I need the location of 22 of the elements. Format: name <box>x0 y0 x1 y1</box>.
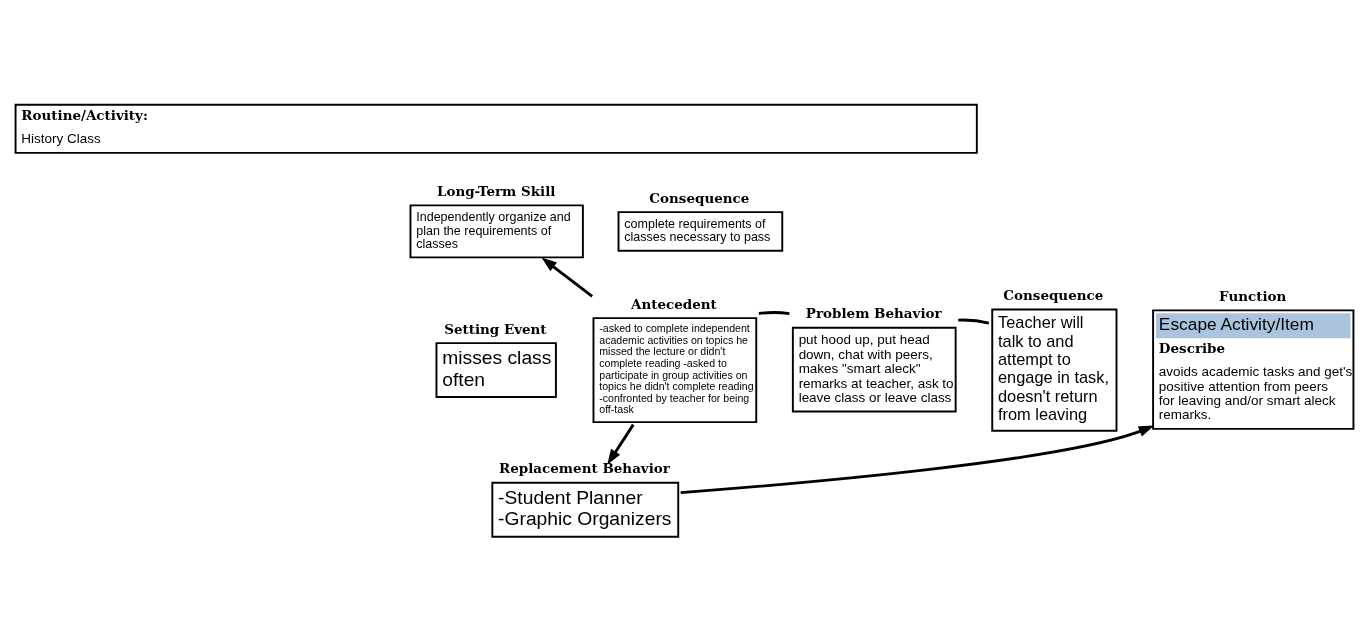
arrow <box>680 425 1155 494</box>
node-box: -asked to complete independent academic activities on topics he missed the lecture or didn't complete reading -asked to participate in group activities on topics he didn't complete reading -confronted by teacher for being off-task <box>592 316 758 423</box>
node-label: Problem Behavior <box>805 304 942 321</box>
node-label: Consequence <box>649 189 750 206</box>
arrow <box>607 423 635 465</box>
connector <box>758 310 790 315</box>
node-label: Consequence <box>1003 286 1104 303</box>
node-label: Function <box>1219 287 1287 304</box>
node-label: Replacement Behavior <box>499 459 670 476</box>
node-box: complete requirements of classes necessary to pass <box>617 210 784 252</box>
node-label: Setting Event <box>444 320 547 337</box>
node-label: Long-Term Skill <box>436 182 556 199</box>
node-label: Antecedent <box>631 295 717 312</box>
connector <box>958 318 990 325</box>
node-box: Teacher will talk to and attempt to engage in task, doesn't return from leaving <box>991 307 1118 432</box>
node-box: Routine/Activity: History Class <box>14 103 978 154</box>
node-box: Escape Activity/Item Describe avoids academic tasks and get's positive attention from peers for leaving and/or smart aleck remarks. <box>1152 308 1355 430</box>
arrow <box>541 256 594 298</box>
node-box: put hood up, put head down, chat with peers, makes "smart aleck" remarks at teacher, ask to leave class or leave class <box>791 326 957 412</box>
node-box: -Student Planner -Graphic Organizers <box>491 481 680 538</box>
node-box: misses class often <box>435 341 557 398</box>
node-box: Independently organize and plan the requirements of classes <box>409 203 584 258</box>
